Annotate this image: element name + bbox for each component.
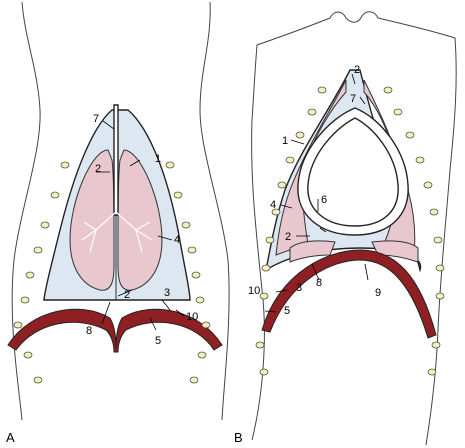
panel-a: 7 1 2 4 2 3 10 5 8 A (6, 1, 230, 445)
callout-4: 4 (270, 199, 276, 211)
rib (33, 246, 43, 254)
rib (165, 161, 175, 169)
callout-10: 10 (248, 285, 260, 297)
rib (259, 368, 269, 376)
callout-10: 10 (186, 311, 198, 323)
panel-b-body-outline (251, 11, 457, 446)
panel-b-pericardium-inner (307, 117, 399, 227)
rib (317, 86, 327, 94)
rib (393, 108, 403, 116)
rib (431, 341, 441, 349)
rib (40, 221, 50, 229)
callout-7: 7 (93, 113, 99, 125)
callout-1: 1 (282, 135, 288, 147)
leader-line (264, 73, 369, 313)
rib (23, 351, 33, 359)
callout-5: 5 (155, 335, 161, 347)
rib (261, 264, 271, 272)
panel-a-label: A (6, 430, 15, 445)
callout-5: 5 (284, 305, 290, 317)
callout-3: 3 (164, 287, 170, 299)
rib (13, 321, 23, 329)
callout-7: 7 (350, 93, 356, 105)
callout-6: 6 (321, 194, 327, 206)
callout-2: 2 (124, 289, 130, 301)
callout-9: 9 (375, 287, 381, 299)
rib (189, 376, 199, 384)
rib (25, 271, 35, 279)
rib (405, 131, 415, 139)
rib (415, 156, 425, 164)
panel-a-body-outline (11, 1, 230, 421)
panel-a-ribs (13, 161, 211, 384)
rib (435, 292, 445, 300)
rib (201, 321, 211, 329)
rib (265, 236, 275, 244)
rib (423, 181, 433, 189)
rib (427, 368, 437, 376)
rib (259, 292, 269, 300)
leader-line (96, 120, 185, 331)
panel-a-bronchi (81, 211, 153, 253)
panel-b-label: B (234, 430, 243, 445)
rib (307, 108, 317, 116)
callout-2: 2 (285, 231, 291, 243)
callout-1: 1 (155, 153, 161, 165)
rib (187, 246, 197, 254)
callout-2: 2 (95, 163, 101, 175)
rib (277, 181, 287, 189)
callout-2: 2 (354, 64, 360, 76)
rib (181, 221, 191, 229)
rib (435, 264, 445, 272)
rib (173, 191, 183, 199)
rib (285, 156, 295, 164)
rib (429, 208, 439, 216)
rib (383, 86, 393, 94)
rib (50, 191, 60, 199)
rib (295, 131, 305, 139)
panel-a-diaphragm (7, 308, 223, 353)
callout-3: 3 (296, 282, 302, 294)
callout-4: 4 (174, 234, 180, 246)
rib (433, 236, 443, 244)
panel-b-ribs (255, 86, 445, 376)
rib (255, 341, 265, 349)
rib (191, 271, 201, 279)
rib (197, 351, 207, 359)
panel-b-diaphragm (261, 249, 437, 339)
rib (20, 296, 30, 304)
rib (33, 376, 43, 384)
panel-a-trachea (113, 104, 119, 216)
rib (271, 208, 281, 216)
callout-8: 8 (86, 325, 92, 337)
rib (60, 161, 70, 169)
callout-8: 8 (316, 277, 322, 289)
panel-b: 2 7 1 6 4 2 8 9 10 3 5 B (234, 11, 457, 446)
rib (195, 296, 205, 304)
